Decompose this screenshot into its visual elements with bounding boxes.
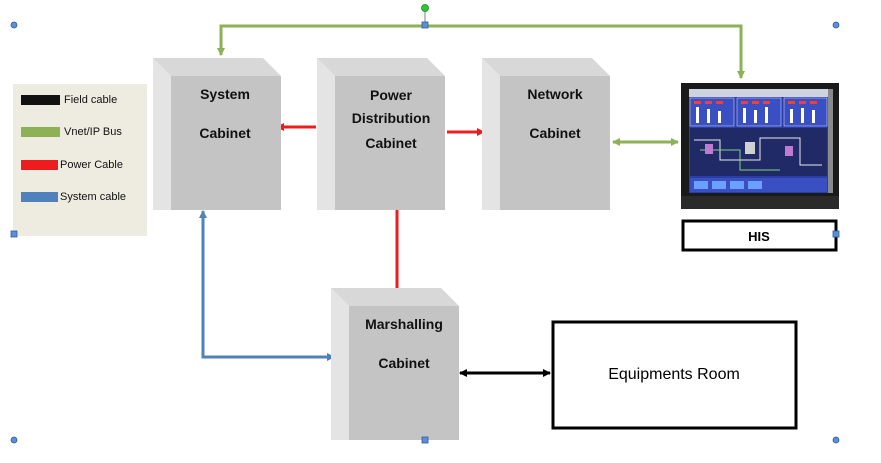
network-cabinet-label-line2: Cabinet <box>529 125 581 141</box>
system-cabinet[interactable]: System Cabinet <box>153 58 281 210</box>
marshalling-cabinet-label-line2: Cabinet <box>378 355 430 371</box>
system-cabinet-label-line2: Cabinet <box>199 125 251 141</box>
legend-swatch-system-cable <box>21 192 58 202</box>
selection-handle-middle-right[interactable] <box>832 230 840 238</box>
power-distribution-cabinet[interactable]: Power Distribution Cabinet <box>317 58 445 210</box>
legend-swatch-vnet-bus <box>21 127 60 137</box>
his-label: HIS <box>748 229 770 244</box>
legend-label-field-cable: Field cable <box>64 94 117 106</box>
power-cable-connections <box>276 123 485 297</box>
network-cabinet-label-line1: Network <box>527 86 582 102</box>
selection-handle-top-left[interactable] <box>10 21 18 29</box>
equipments-room-label: Equipments Room <box>608 366 740 383</box>
system-cable-line <box>199 210 335 361</box>
system-cabinet-label-line1: System <box>200 86 250 102</box>
rotation-handle[interactable] <box>421 4 429 12</box>
marshalling-cabinet[interactable]: Marshalling Cabinet <box>331 288 459 440</box>
marshalling-cabinet-label-line1: Marshalling <box>365 316 443 332</box>
selection-handles[interactable] <box>10 4 840 444</box>
selection-handle-top-middle[interactable] <box>421 21 429 29</box>
selection-handle-bottom-middle[interactable] <box>421 436 429 444</box>
vnet-bus-line <box>217 24 745 79</box>
equipments-room[interactable]: Equipments Room <box>551 320 798 430</box>
legend-swatch-power-cable <box>21 160 58 170</box>
legend-label-power-cable: Power Cable <box>60 159 123 171</box>
legend: Field cable Vnet/IP Bus Power Cable Syst… <box>13 84 147 236</box>
legend-label-vnet-bus: Vnet/IP Bus <box>64 126 122 138</box>
selection-handle-bottom-right[interactable] <box>832 436 840 444</box>
power-cabinet-label-line2: Distribution <box>352 110 431 126</box>
his-monitor-image <box>681 83 839 209</box>
selection-handle-bottom-left[interactable] <box>10 436 18 444</box>
legend-swatch-field-cable <box>21 95 60 105</box>
selection-handle-top-right[interactable] <box>832 21 840 29</box>
power-cabinet-label-line1: Power <box>370 87 413 103</box>
power-cabinet-label-line3: Cabinet <box>365 135 417 151</box>
selection-handle-middle-left[interactable] <box>10 230 18 238</box>
legend-label-system-cable: System cable <box>60 191 126 203</box>
network-cabinet[interactable]: Network Cabinet <box>482 58 610 210</box>
his-label-box[interactable]: HIS <box>681 219 838 252</box>
vnet-bus-connections <box>217 24 745 146</box>
